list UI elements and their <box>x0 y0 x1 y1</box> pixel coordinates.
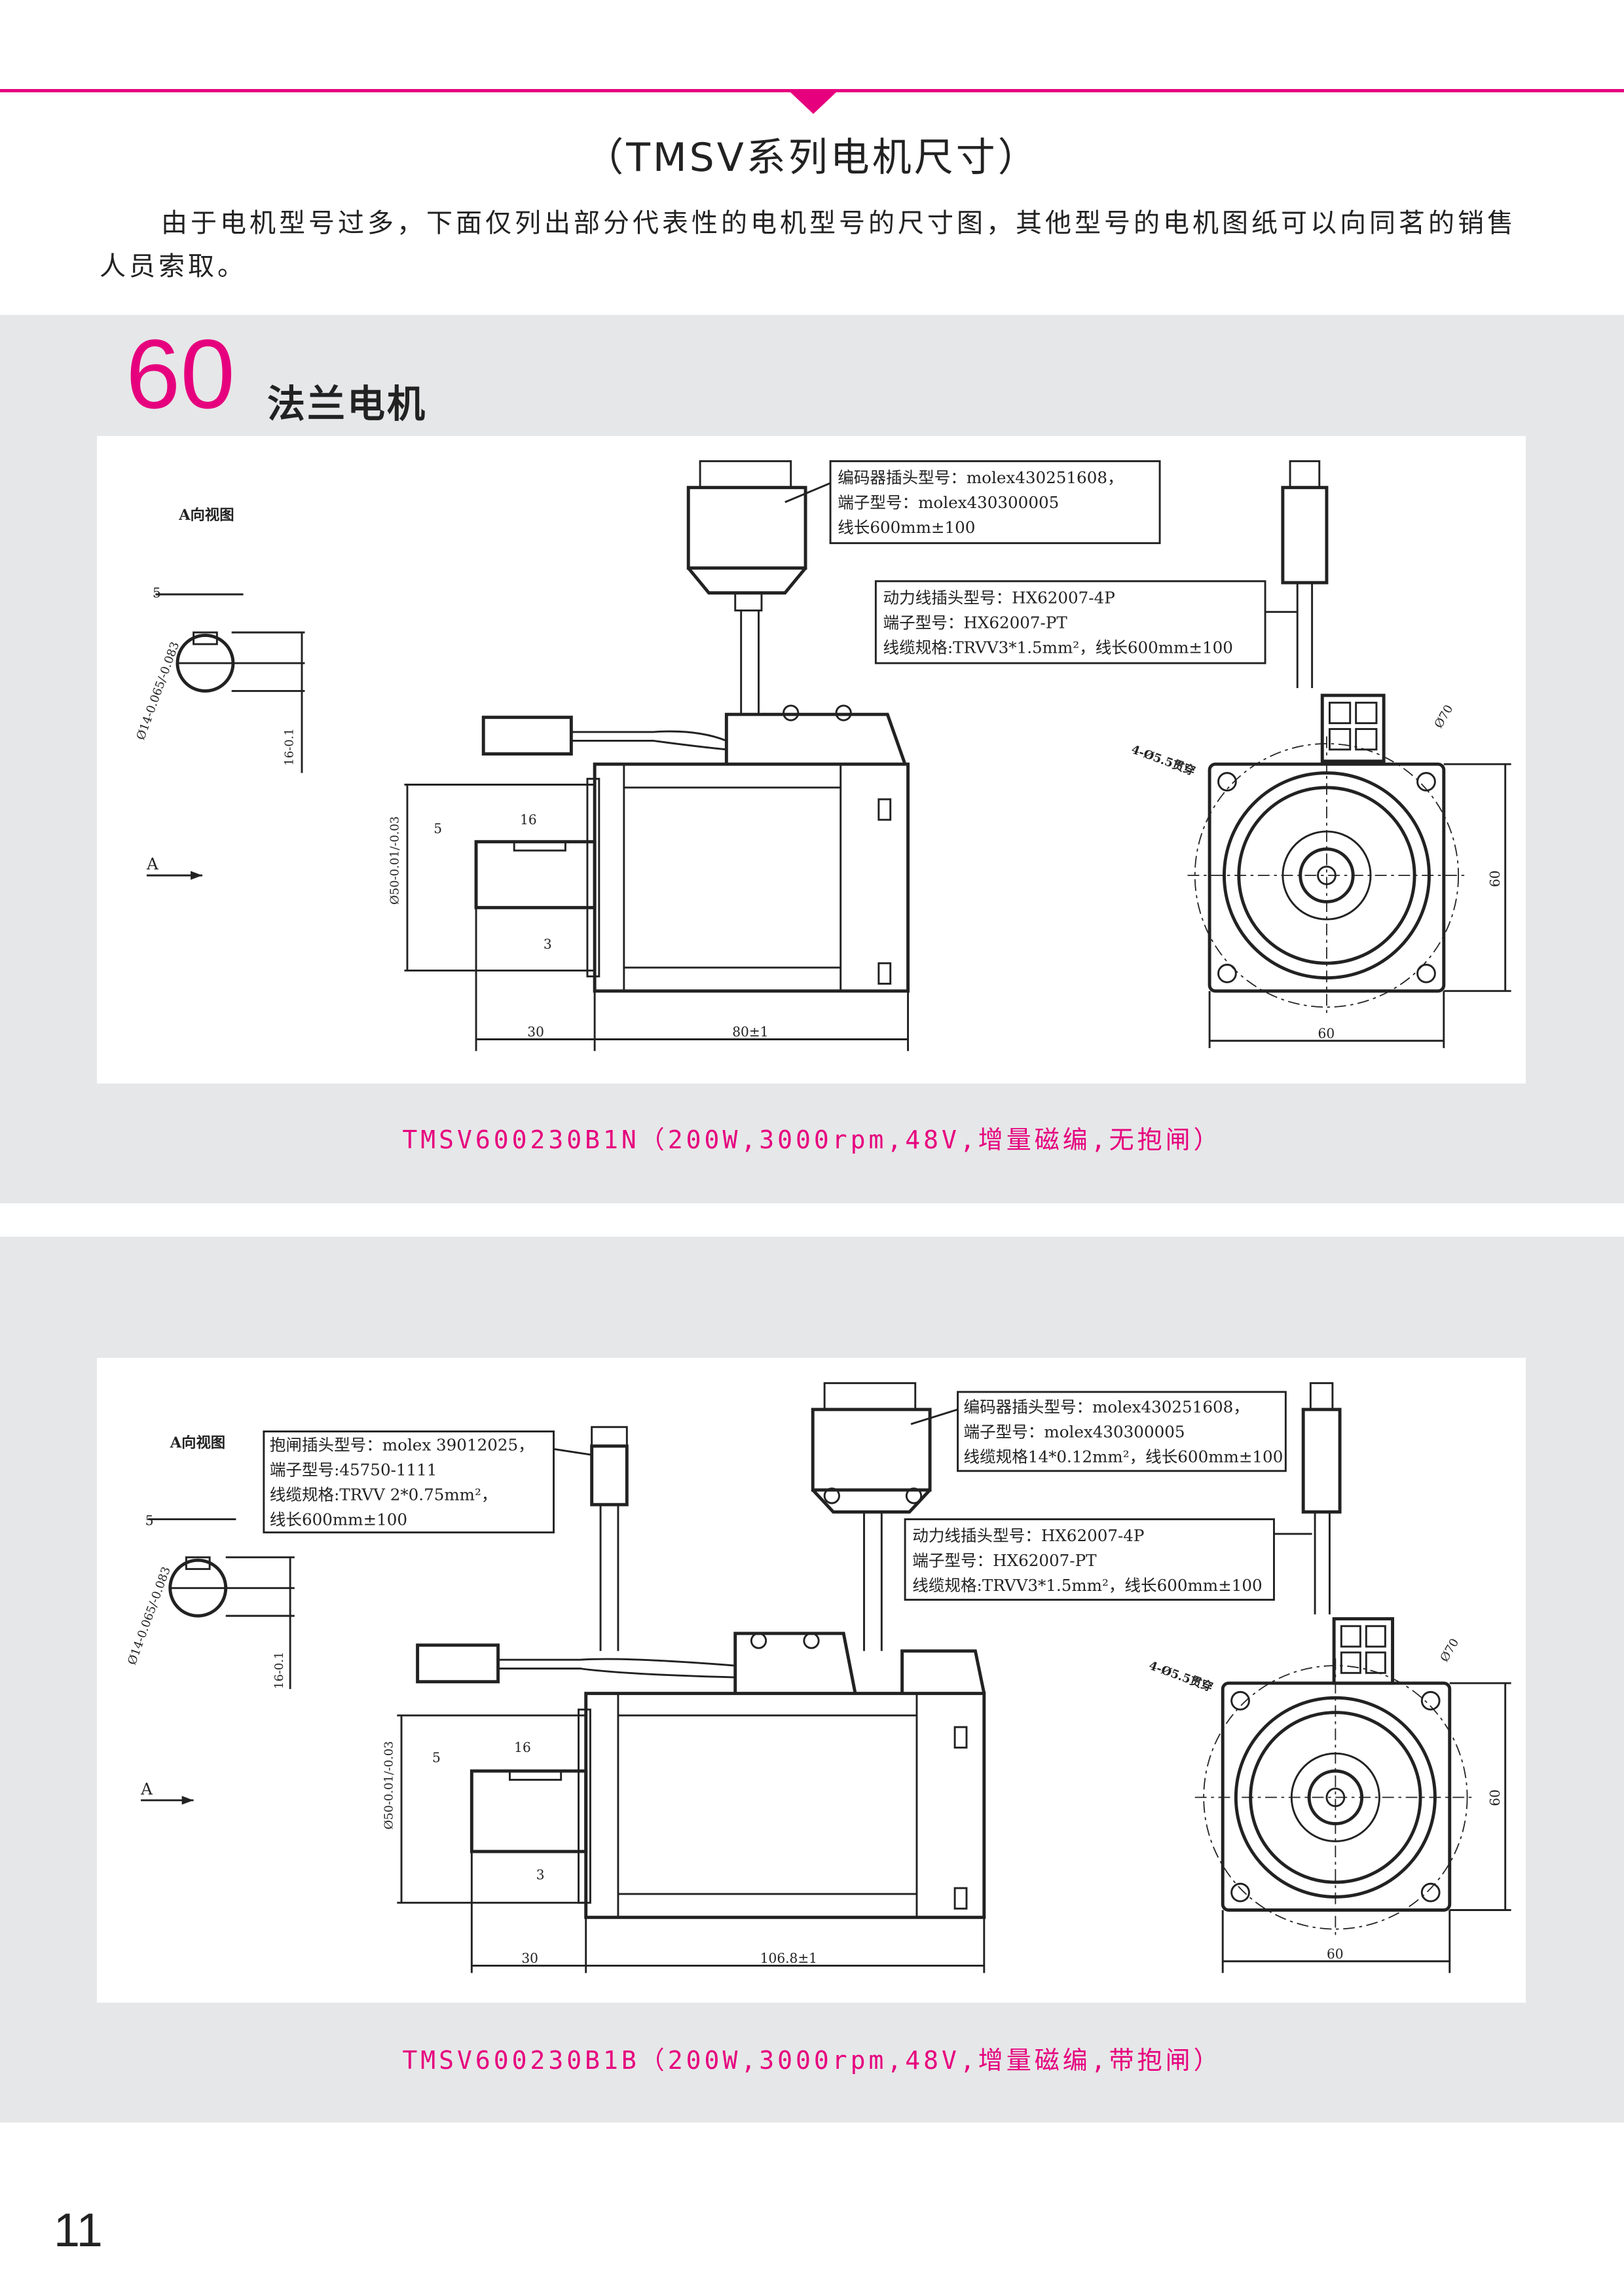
power-note-line: 端子型号：HX62007-PT <box>912 1551 1097 1570</box>
model-caption: TMSV600230B1B（200W,3000rpm,48V,增量磁编,带抱闸） <box>402 2046 1222 2075</box>
power-note-line: 端子型号：HX62007-PT <box>883 613 1068 632</box>
drawing-with-brake: A向视图 5 Ø14-0.065/-0.083 16-0.1 A 30 106.… <box>97 1358 1526 2003</box>
dim-body-length: 106.8±1 <box>760 1950 817 1966</box>
dim-shaft-length: 30 <box>527 1024 544 1040</box>
power-note-line: 线缆规格:TRVV3*1.5mm²，线长600mm±100 <box>883 638 1233 657</box>
view-label: A向视图 <box>170 1434 225 1451</box>
dim-key-offset: 5 <box>434 820 442 836</box>
dim-square-height: 60 <box>1487 870 1503 887</box>
header-rule <box>0 89 1624 92</box>
page-title: （TMSV系列电机尺寸） <box>584 135 1040 181</box>
dim-step: 3 <box>544 936 552 952</box>
encoder-note-line: 端子型号：molex430300005 <box>838 493 1059 512</box>
dim-square-width: 60 <box>1327 1946 1344 1961</box>
dim-square-width: 60 <box>1318 1025 1335 1041</box>
dim-shaft-length: 30 <box>521 1950 538 1966</box>
motor-drawing-1: A向视图 5 Ø14-0.065/-0.083 16-0.1 A 30 80±1… <box>134 460 1511 1051</box>
dim-pcd: Ø70 <box>1431 702 1456 731</box>
dim-shaft-dia: Ø14-0.065/-0.083 <box>125 1565 174 1667</box>
model-caption: TMSV600230B1N（200W,3000rpm,48V,增量磁编,无抱闸） <box>402 1125 1222 1154</box>
dim-shaft-dia: Ø14-0.065/-0.083 <box>134 640 183 742</box>
section-label: 法兰电机 <box>267 382 428 426</box>
motor-drawing-2: A向视图 5 Ø14-0.065/-0.083 16-0.1 A 30 106.… <box>125 1382 1511 1973</box>
dim-key-length: 16 <box>520 812 537 828</box>
dim-body-length: 80±1 <box>732 1024 768 1040</box>
power-note-line: 动力线插头型号：HX62007-4P <box>912 1526 1144 1545</box>
intro-paragraph: 由于电机型号过多，下面仅列出部分代表性的电机型号的尺寸图，其他型号的电机图纸可以… <box>100 208 1517 282</box>
encoder-note-line: 编码器插头型号：molex430251608， <box>838 468 1123 487</box>
brake-note-line: 端子型号:45750-1111 <box>270 1461 437 1480</box>
dim-pcd: Ø70 <box>1437 1636 1462 1664</box>
header-triangle-marker <box>790 92 837 114</box>
power-note-line: 线缆规格:TRVV3*1.5mm²，线长600mm±100 <box>912 1576 1262 1595</box>
encoder-note-line: 端子型号：molex430300005 <box>964 1422 1185 1441</box>
section-number: 60 <box>126 319 235 429</box>
dim-flange-dia: Ø50-0.01/-0.03 <box>382 1741 396 1829</box>
brake-note-line: 线缆规格:TRVV 2*0.75mm²， <box>270 1485 498 1504</box>
view-arrow-label: A <box>146 854 158 873</box>
dim-key-width: 5 <box>153 585 161 600</box>
page-number: 11 <box>54 2204 103 2257</box>
encoder-note-line: 编码器插头型号：molex430251608， <box>964 1397 1249 1416</box>
dim-key-height: 16-0.1 <box>272 1652 286 1689</box>
drawing-no-brake: A向视图 5 Ø14-0.065/-0.083 16-0.1 A 30 80±1… <box>97 436 1526 1084</box>
encoder-note-line: 线长600mm±100 <box>838 518 975 537</box>
dim-key-height: 16-0.1 <box>283 728 297 765</box>
dim-mount-holes: 4-Ø5.5贯穿 <box>1147 1658 1215 1695</box>
dim-key-offset: 5 <box>432 1750 441 1766</box>
brake-note-line: 抱闸插头型号：molex 39012025， <box>270 1436 534 1455</box>
dim-step: 3 <box>536 1867 545 1883</box>
dim-key-length: 16 <box>514 1740 531 1755</box>
dim-square-height: 60 <box>1487 1789 1503 1806</box>
dim-mount-holes: 4-Ø5.5贯穿 <box>1130 742 1198 778</box>
dim-key-width: 5 <box>145 1513 154 1529</box>
brake-note-line: 线长600mm±100 <box>270 1510 407 1529</box>
power-note-line: 动力线插头型号：HX62007-4P <box>883 588 1115 607</box>
view-arrow-label: A <box>140 1779 153 1798</box>
dim-flange-dia: Ø50-0.01/-0.03 <box>388 816 402 905</box>
view-label: A向视图 <box>178 506 234 524</box>
encoder-note-line: 线缆规格14*0.12mm²，线长600mm±100 <box>964 1447 1283 1466</box>
